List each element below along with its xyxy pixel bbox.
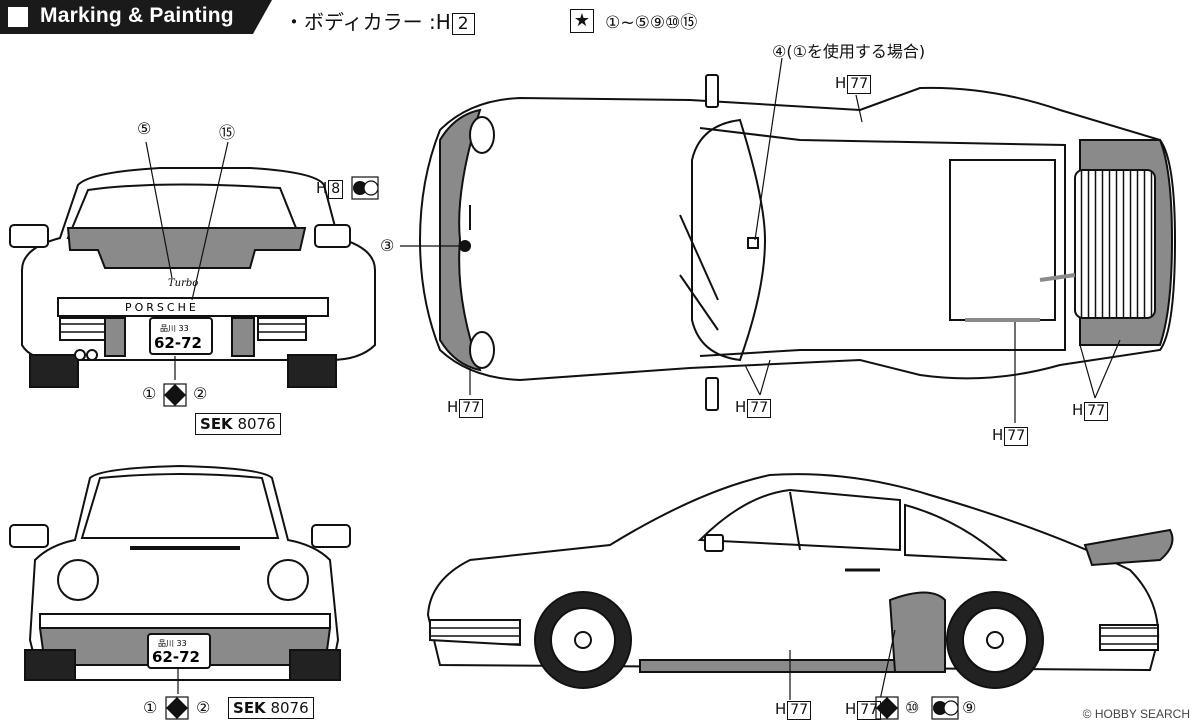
callout-plate-left-rear: ① [142, 384, 157, 403]
callout-plate-left-front: ① [143, 698, 158, 717]
section-header: Marking & Painting [0, 0, 272, 34]
star-decal-icon: ★ [570, 8, 594, 33]
rear-badge-text: PORSCHE [125, 301, 199, 314]
side-leaders [789, 629, 896, 701]
side-decal-swatch-10 [875, 696, 899, 720]
h8-swatch [351, 176, 379, 200]
body-color-code: 2 [451, 13, 475, 35]
front-view [9, 464, 351, 681]
plate-region-rear: 品川 33 [160, 324, 189, 333]
callout-3: ③ [380, 236, 395, 255]
rear-view [9, 167, 376, 388]
side-decal-swatch-9 [931, 696, 959, 720]
callout-10: ⑩ [905, 698, 920, 717]
callout-plate-right-front: ② [196, 698, 211, 717]
callout-4: ④(①を使用する場合) [772, 42, 926, 61]
callout-5: ⑤ [137, 119, 152, 138]
callout-plate-right-rear: ② [193, 384, 208, 403]
sek-code-front: SEK 8076 [228, 697, 314, 719]
plate-number-front: 62-72 [152, 648, 200, 666]
top-view [418, 74, 1177, 411]
decal-numbers: ①~⑤⑨⑩⑮ [605, 13, 698, 33]
rear-leaders [145, 141, 229, 380]
plate-number-rear: 62-72 [154, 334, 202, 352]
section-title: Marking & Painting [40, 4, 234, 27]
turbo-script-text: Turbo [168, 278, 198, 289]
header-square-icon [8, 7, 28, 27]
plate-region-front: 品川 33 [158, 639, 187, 648]
body-color-label: ・ボディカラー :H [284, 10, 451, 34]
sek-code-rear: SEK 8076 [195, 413, 281, 435]
top-leaders [400, 57, 1121, 423]
callout-15: ⑮ [219, 123, 236, 142]
decal-legend: ★ ①~⑤⑨⑩⑮ [570, 8, 697, 33]
side-view [426, 473, 1174, 689]
watermark: © HOBBY SEARCH [1082, 707, 1190, 721]
rear-decal-swatch [163, 383, 187, 407]
front-decal-swatch [165, 696, 189, 720]
callout-9: ⑨ [962, 698, 977, 717]
